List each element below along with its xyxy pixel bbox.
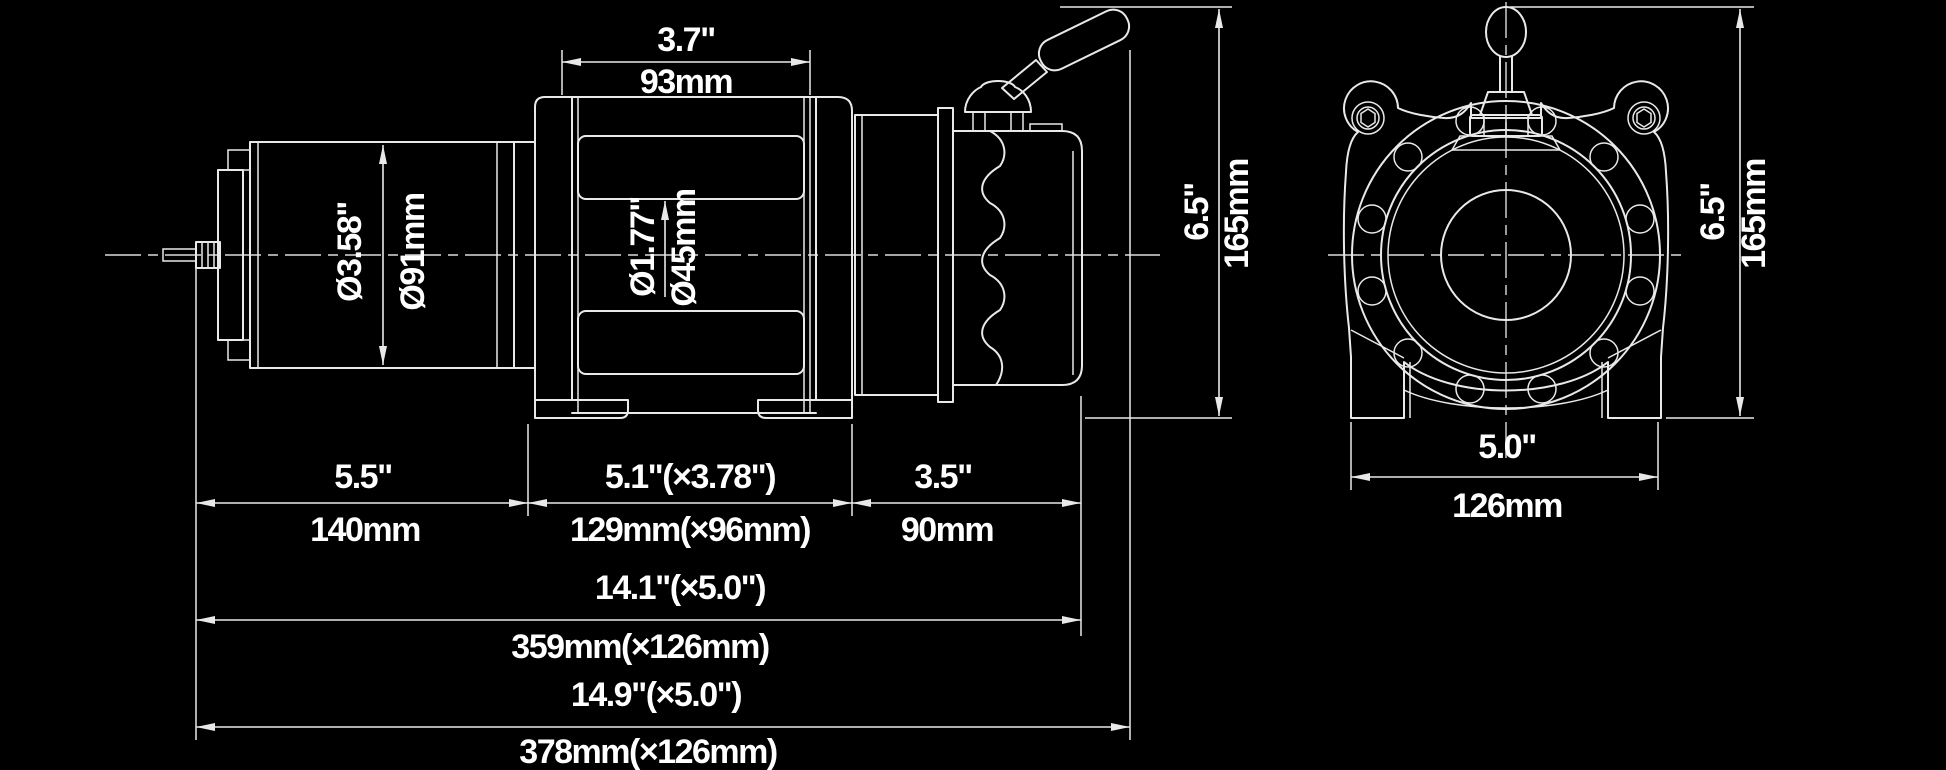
dim-clutch-length-mm: 90mm	[900, 511, 995, 549]
clutch-scallop-edge	[981, 130, 1006, 386]
dim-front-height-inch: 6.5"	[1694, 183, 1732, 241]
dim-mount-length-inch: 14.1"(×5.0")	[594, 569, 767, 607]
right-mount-bracket	[757, 96, 853, 419]
dim-front-width-mm: 126mm	[1452, 487, 1563, 525]
dim-overall-length-inch: 14.9"(×5.0")	[570, 676, 743, 714]
dim-front-width-inch: 5.0"	[1478, 428, 1537, 466]
side-view-drawing	[105, 6, 1232, 740]
front-drum-circles	[1351, 100, 1661, 410]
dim-front-height-mm: 165mm	[1735, 159, 1773, 269]
dim-side-height-inch: 6.5"	[1178, 183, 1216, 241]
front-plate-outline	[1342, 80, 1670, 419]
dim-overall-length-mm: 378mm(×126mm)	[519, 733, 778, 770]
dim-barrel-dia-mm: Ø45mm	[665, 189, 703, 307]
front-dimension-lines	[1350, 6, 1754, 490]
dim-mount-length-mm: 359mm(×126mm)	[511, 628, 770, 666]
dim-drum-width-mm: 93mm	[639, 63, 734, 101]
clutch-lever	[964, 8, 1131, 132]
mount-bolt-right	[1627, 101, 1661, 135]
dim-motor-dia-mm: Ø91mm	[394, 193, 432, 311]
dim-drum-width-inch: 3.7"	[657, 21, 716, 59]
dim-barrel-dia-inch: Ø1.77"	[624, 197, 662, 297]
dim-clutch-length-inch: 3.5"	[914, 458, 973, 496]
cable-drum	[571, 96, 817, 414]
gearbox-housing	[854, 107, 1083, 403]
lever-knob	[1037, 8, 1131, 72]
dim-motor-length-inch: 5.5"	[334, 458, 393, 496]
front-view-drawing	[1328, 2, 1754, 490]
mount-bolt-left	[1351, 101, 1385, 135]
front-base-arch	[1403, 389, 1609, 409]
dim-motor-dia-inch: Ø3.58"	[331, 202, 369, 302]
dim-mid-length-inch: 5.1"(×3.78")	[604, 458, 777, 496]
dim-mid-length-mm: 129mm(×96mm)	[570, 511, 811, 549]
dim-motor-length-mm: 140mm	[310, 511, 421, 549]
side-dimension-lines	[195, 6, 1232, 740]
dim-side-height-mm: 165mm	[1218, 159, 1256, 269]
left-mount-bracket	[534, 96, 629, 419]
front-clutch-lever	[1450, 6, 1562, 151]
